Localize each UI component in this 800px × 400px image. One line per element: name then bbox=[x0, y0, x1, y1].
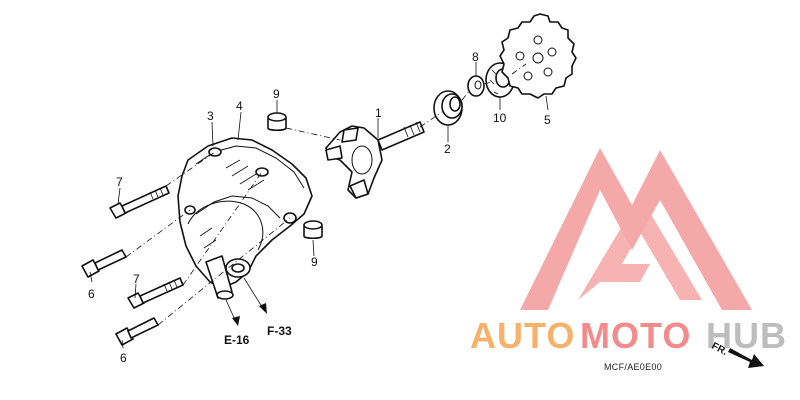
callout-6-bottom: 6 bbox=[120, 351, 127, 365]
seal-inner bbox=[449, 96, 461, 112]
pump-cover-body bbox=[177, 137, 313, 289]
callout-labels: 1 2 3 4 5 6 6 7 7 8 9 9 10 bbox=[88, 50, 551, 365]
callout-8: 8 bbox=[472, 50, 479, 64]
bolt-7-upper bbox=[109, 185, 170, 219]
ref-e16: E-16 bbox=[224, 333, 250, 347]
impeller-blade-c bbox=[349, 179, 369, 199]
fitting-inner bbox=[231, 263, 245, 273]
impeller-blade-a bbox=[341, 127, 359, 143]
ref-f33: F-33 bbox=[267, 324, 292, 338]
callout-10: 10 bbox=[493, 111, 507, 125]
cover-bolt-boss-right bbox=[255, 167, 269, 177]
dowel-pins bbox=[267, 112, 323, 240]
pump-shaft bbox=[377, 121, 425, 151]
callout-1: 1 bbox=[375, 106, 382, 120]
callout-5: 5 bbox=[544, 113, 551, 127]
callout-7-lower: 7 bbox=[133, 272, 140, 286]
watermark-logo: AUTO MOTO HUB bbox=[470, 148, 787, 356]
callout-2: 2 bbox=[444, 142, 451, 156]
gear-hole-5 bbox=[515, 51, 525, 61]
diagram-code: MCF/AE0E00 bbox=[604, 362, 662, 372]
pump-cover-assembly bbox=[177, 137, 313, 300]
outlet-pipe bbox=[205, 255, 233, 299]
watermark-triangle-icon bbox=[520, 148, 752, 310]
bolts bbox=[81, 185, 184, 346]
arrow-head-f33 bbox=[259, 303, 267, 314]
callout-3: 3 bbox=[207, 109, 214, 123]
watermark-text-auto: AUTO bbox=[470, 315, 575, 356]
gear-hole-2 bbox=[547, 47, 557, 57]
impeller-shaft bbox=[325, 121, 425, 199]
mechanical-seal bbox=[433, 90, 463, 126]
gear-hole-4 bbox=[523, 71, 533, 81]
bolt-6-left bbox=[81, 249, 127, 278]
pump-driven-gear bbox=[499, 13, 577, 99]
reference-arrows bbox=[225, 277, 267, 326]
dowel-pin-lower bbox=[303, 220, 323, 240]
outlet-pipe-end bbox=[216, 290, 234, 300]
callout-4: 4 bbox=[236, 99, 243, 113]
leader-lines bbox=[89, 62, 549, 349]
impeller-blade-b bbox=[325, 145, 343, 161]
front-arrow-icon bbox=[728, 348, 764, 368]
watermark-text-hub: HUB bbox=[706, 315, 787, 356]
bolt-6-bottom bbox=[115, 317, 159, 346]
callout-9-lower: 9 bbox=[311, 255, 318, 269]
bolt-7-lower bbox=[127, 277, 184, 309]
washer bbox=[467, 75, 485, 97]
gear-hole-3 bbox=[543, 67, 553, 77]
cover-hatching bbox=[199, 159, 265, 249]
gear-hole-1 bbox=[533, 35, 543, 45]
pump-cover-volute bbox=[187, 200, 264, 251]
gear-hub bbox=[532, 52, 544, 64]
callout-7-upper: 7 bbox=[116, 175, 123, 189]
callout-6-left: 6 bbox=[88, 287, 95, 301]
callout-9-upper: 9 bbox=[273, 87, 280, 101]
gear-teeth bbox=[499, 13, 577, 99]
arrow-head-e16 bbox=[232, 316, 240, 326]
dowel-pin-upper bbox=[267, 112, 287, 132]
watermark-text-moto: MOTO bbox=[580, 315, 691, 356]
